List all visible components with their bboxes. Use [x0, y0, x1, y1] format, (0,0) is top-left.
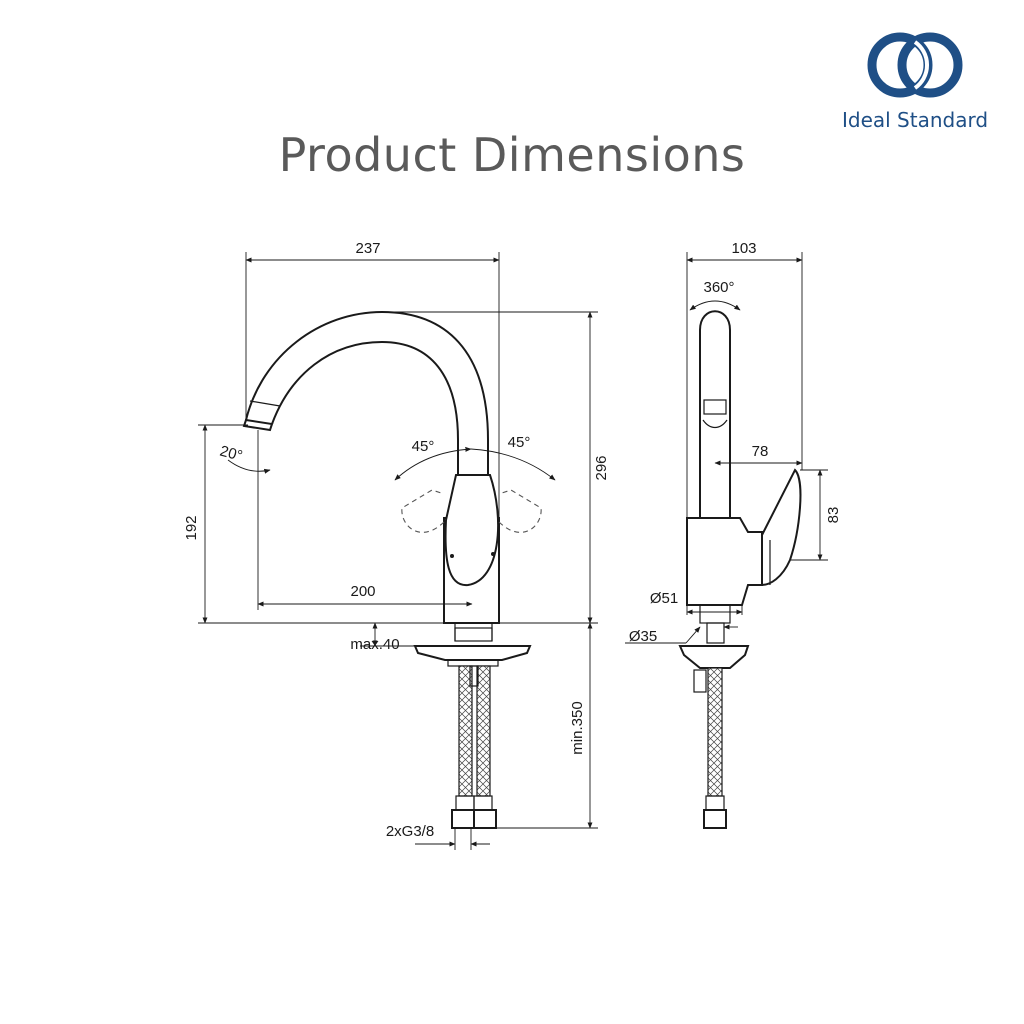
side-view: 103 360° 78 83 Ø51 Ø35 — [625, 240, 842, 829]
dim-base-diameter: Ø51 — [650, 590, 678, 607]
dim-overall-height: 296 — [593, 455, 610, 480]
lever-ghost-right — [498, 489, 542, 533]
dim-swivel: 360° — [703, 279, 734, 296]
dim-spout-tilt: 20° — [218, 443, 244, 465]
dim-deck-thickness: max.40 — [350, 636, 399, 653]
dim-hose-length: min.350 — [569, 701, 586, 754]
spout-inner-outline — [271, 340, 459, 475]
dim-lever-height: 83 — [825, 507, 842, 524]
dim-overall-width: 237 — [355, 240, 380, 257]
lever-ghost-left — [401, 489, 445, 533]
page-title: Product Dimensions — [278, 128, 746, 182]
side-hose — [707, 667, 723, 797]
dim-lever-left: 45° — [412, 438, 435, 455]
dim-spout-reach: 200 — [350, 583, 375, 600]
spout-aerator — [242, 418, 274, 432]
side-lever — [761, 468, 802, 587]
dim-lever-projection: 78 — [752, 443, 769, 460]
interlocking-rings-logo-icon — [867, 32, 963, 98]
side-body — [686, 517, 763, 606]
brand-name: Ideal Standard — [841, 108, 989, 132]
dim-connection: 2xG3/8 — [386, 823, 434, 840]
lever-handle — [444, 474, 500, 587]
front-view: 237 296 192 200 20° 45° 45° max.40 min.3… — [183, 240, 610, 850]
dim-lever-right: 45° — [508, 434, 531, 451]
hose-right — [476, 665, 491, 797]
side-washer — [678, 645, 750, 669]
dim-hole-diameter: Ø35 — [629, 628, 657, 645]
brand-logo: Ideal Standard — [820, 28, 1010, 138]
dim-overall-depth: 103 — [731, 240, 756, 257]
side-spout — [699, 310, 731, 518]
dim-spout-height: 192 — [183, 515, 200, 540]
deck-washer — [413, 645, 532, 661]
